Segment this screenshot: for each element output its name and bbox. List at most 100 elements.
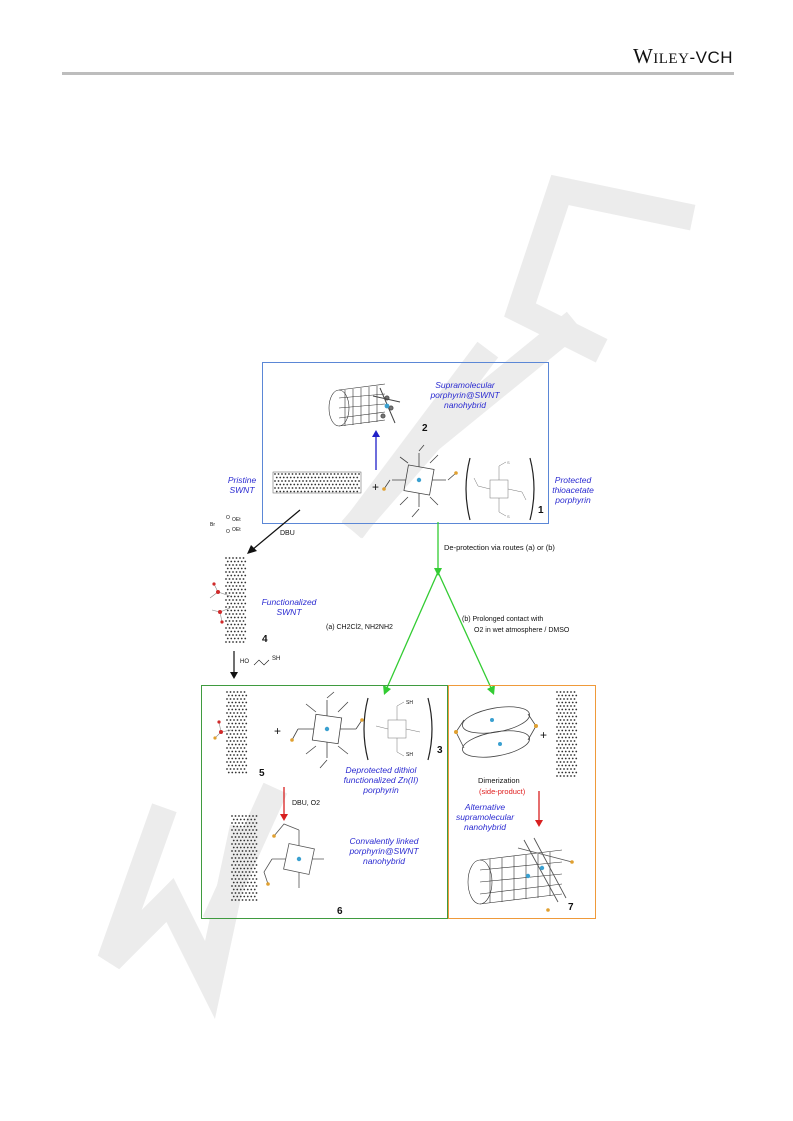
nanotube-atom [288, 487, 290, 489]
nanotube-atom [237, 588, 240, 591]
compound-number-2: 2 [422, 423, 428, 434]
nanotube-atom [571, 722, 574, 725]
nanotube-atom [240, 768, 242, 770]
nanotube-atom [252, 850, 254, 852]
label-covalent-hybrid: Convalently linked porphyrin@SWNT nanohy… [349, 836, 419, 866]
nanotube-atom [238, 715, 241, 718]
nanotube-atom [241, 822, 244, 824]
nanotube-atom [233, 761, 235, 763]
nanotube-atom [225, 634, 227, 636]
nanotube-atom [232, 641, 234, 643]
nanotube-atom [240, 630, 243, 633]
nanotube-atom [231, 729, 234, 732]
nanotube-atom [575, 771, 578, 774]
nanotube-atom [243, 733, 246, 735]
nanotube-atom [231, 822, 233, 824]
nanotube-atom [255, 857, 258, 859]
nanotube-atom [561, 750, 564, 753]
nanotube-atom [296, 483, 299, 486]
nanotube-atom [252, 871, 254, 873]
nanotube-atom [326, 473, 329, 475]
nanotube-atom [571, 708, 574, 711]
nanotube-atom [238, 829, 240, 831]
nanotube-atom [235, 564, 238, 566]
nanotube-atom [243, 867, 246, 870]
nanotube-atom [282, 483, 285, 486]
nanotube-atom [244, 567, 247, 570]
nanotube-atom [242, 592, 245, 594]
nanotube-atom [230, 602, 233, 605]
nanotube-atom [232, 585, 234, 587]
nanotube-atom [241, 736, 244, 739]
nanotube-atom [349, 476, 352, 479]
functionalized-swnt-tube-4 [209, 557, 247, 643]
nanotube-atom [316, 487, 318, 489]
nanotube-atom [246, 867, 249, 870]
nanotube-atom [566, 747, 569, 749]
nanotube-atom [289, 476, 292, 479]
nanotube-atom [231, 829, 233, 831]
nanotube-atom [244, 574, 247, 577]
nanotube-atom [245, 899, 247, 901]
nanotube-atom [226, 588, 229, 591]
nanotube-atom [255, 885, 258, 887]
nanotube-atom [255, 829, 258, 831]
nanotube-atom [358, 480, 360, 482]
nanotube-atom [225, 578, 227, 580]
nanotube-atom [312, 473, 315, 475]
nanotube-atom [255, 815, 258, 817]
nanotube-atom [233, 691, 235, 693]
nanotube-atom [293, 483, 296, 486]
nanotube-atom [342, 490, 345, 493]
nanotube-atom [281, 473, 283, 475]
nanotube-atom [235, 606, 238, 608]
nanotube-atom [241, 829, 244, 831]
nanotube-atom [245, 836, 247, 838]
nanotube-atom [244, 623, 247, 626]
nanotube-atom [253, 846, 256, 849]
nanotube-atom [238, 843, 240, 845]
nanotube-atom [344, 473, 346, 475]
nanotube-atom [347, 487, 350, 489]
nanotube-atom [559, 775, 562, 777]
nanotube-atom [228, 599, 231, 601]
nanotube-atom [233, 747, 235, 749]
nanotube-atom [252, 885, 254, 887]
nanotube-atom [255, 850, 258, 852]
nanotube-atom [250, 867, 253, 870]
nanotube-atom [570, 726, 572, 728]
nanotube-atom [227, 694, 230, 697]
nanotube-atom [570, 691, 572, 693]
nanotube-atom [335, 490, 338, 493]
nanotube-atom [284, 487, 287, 489]
nanotube-atom [242, 641, 245, 643]
nanotube-atom [556, 719, 558, 721]
nanotube-atom [232, 557, 234, 559]
nanotube-atom [235, 592, 238, 594]
nanotube-atom [564, 722, 567, 725]
svg-text:S: S [507, 514, 510, 519]
nanotube-atom [232, 578, 234, 580]
nanotube-atom [240, 698, 242, 700]
nanotube-atom [563, 747, 565, 749]
nanotube-atom [239, 881, 242, 884]
nanotube-atom [245, 864, 247, 866]
nanotube-atom [239, 564, 241, 566]
nanotube-atom [557, 750, 560, 753]
nanotube-atom [354, 480, 357, 482]
nanotube-atom [564, 701, 567, 704]
nanotube-atom [231, 743, 234, 746]
nanotube-atom [573, 719, 576, 721]
nanotube-atom [250, 832, 253, 835]
nanotube-atom [226, 719, 228, 721]
nanotube-atom [575, 701, 578, 704]
nanotube-atom [232, 881, 235, 884]
nanotube-atom [236, 888, 239, 891]
nanotube-atom [571, 729, 574, 732]
nanotube-atom [570, 705, 572, 707]
nanotube-atom [239, 867, 242, 870]
nanotube-atom [226, 560, 229, 563]
label-side-product: (side-product) [479, 787, 526, 796]
nanotube-atom [246, 853, 249, 856]
nanotube-atom [231, 892, 233, 894]
